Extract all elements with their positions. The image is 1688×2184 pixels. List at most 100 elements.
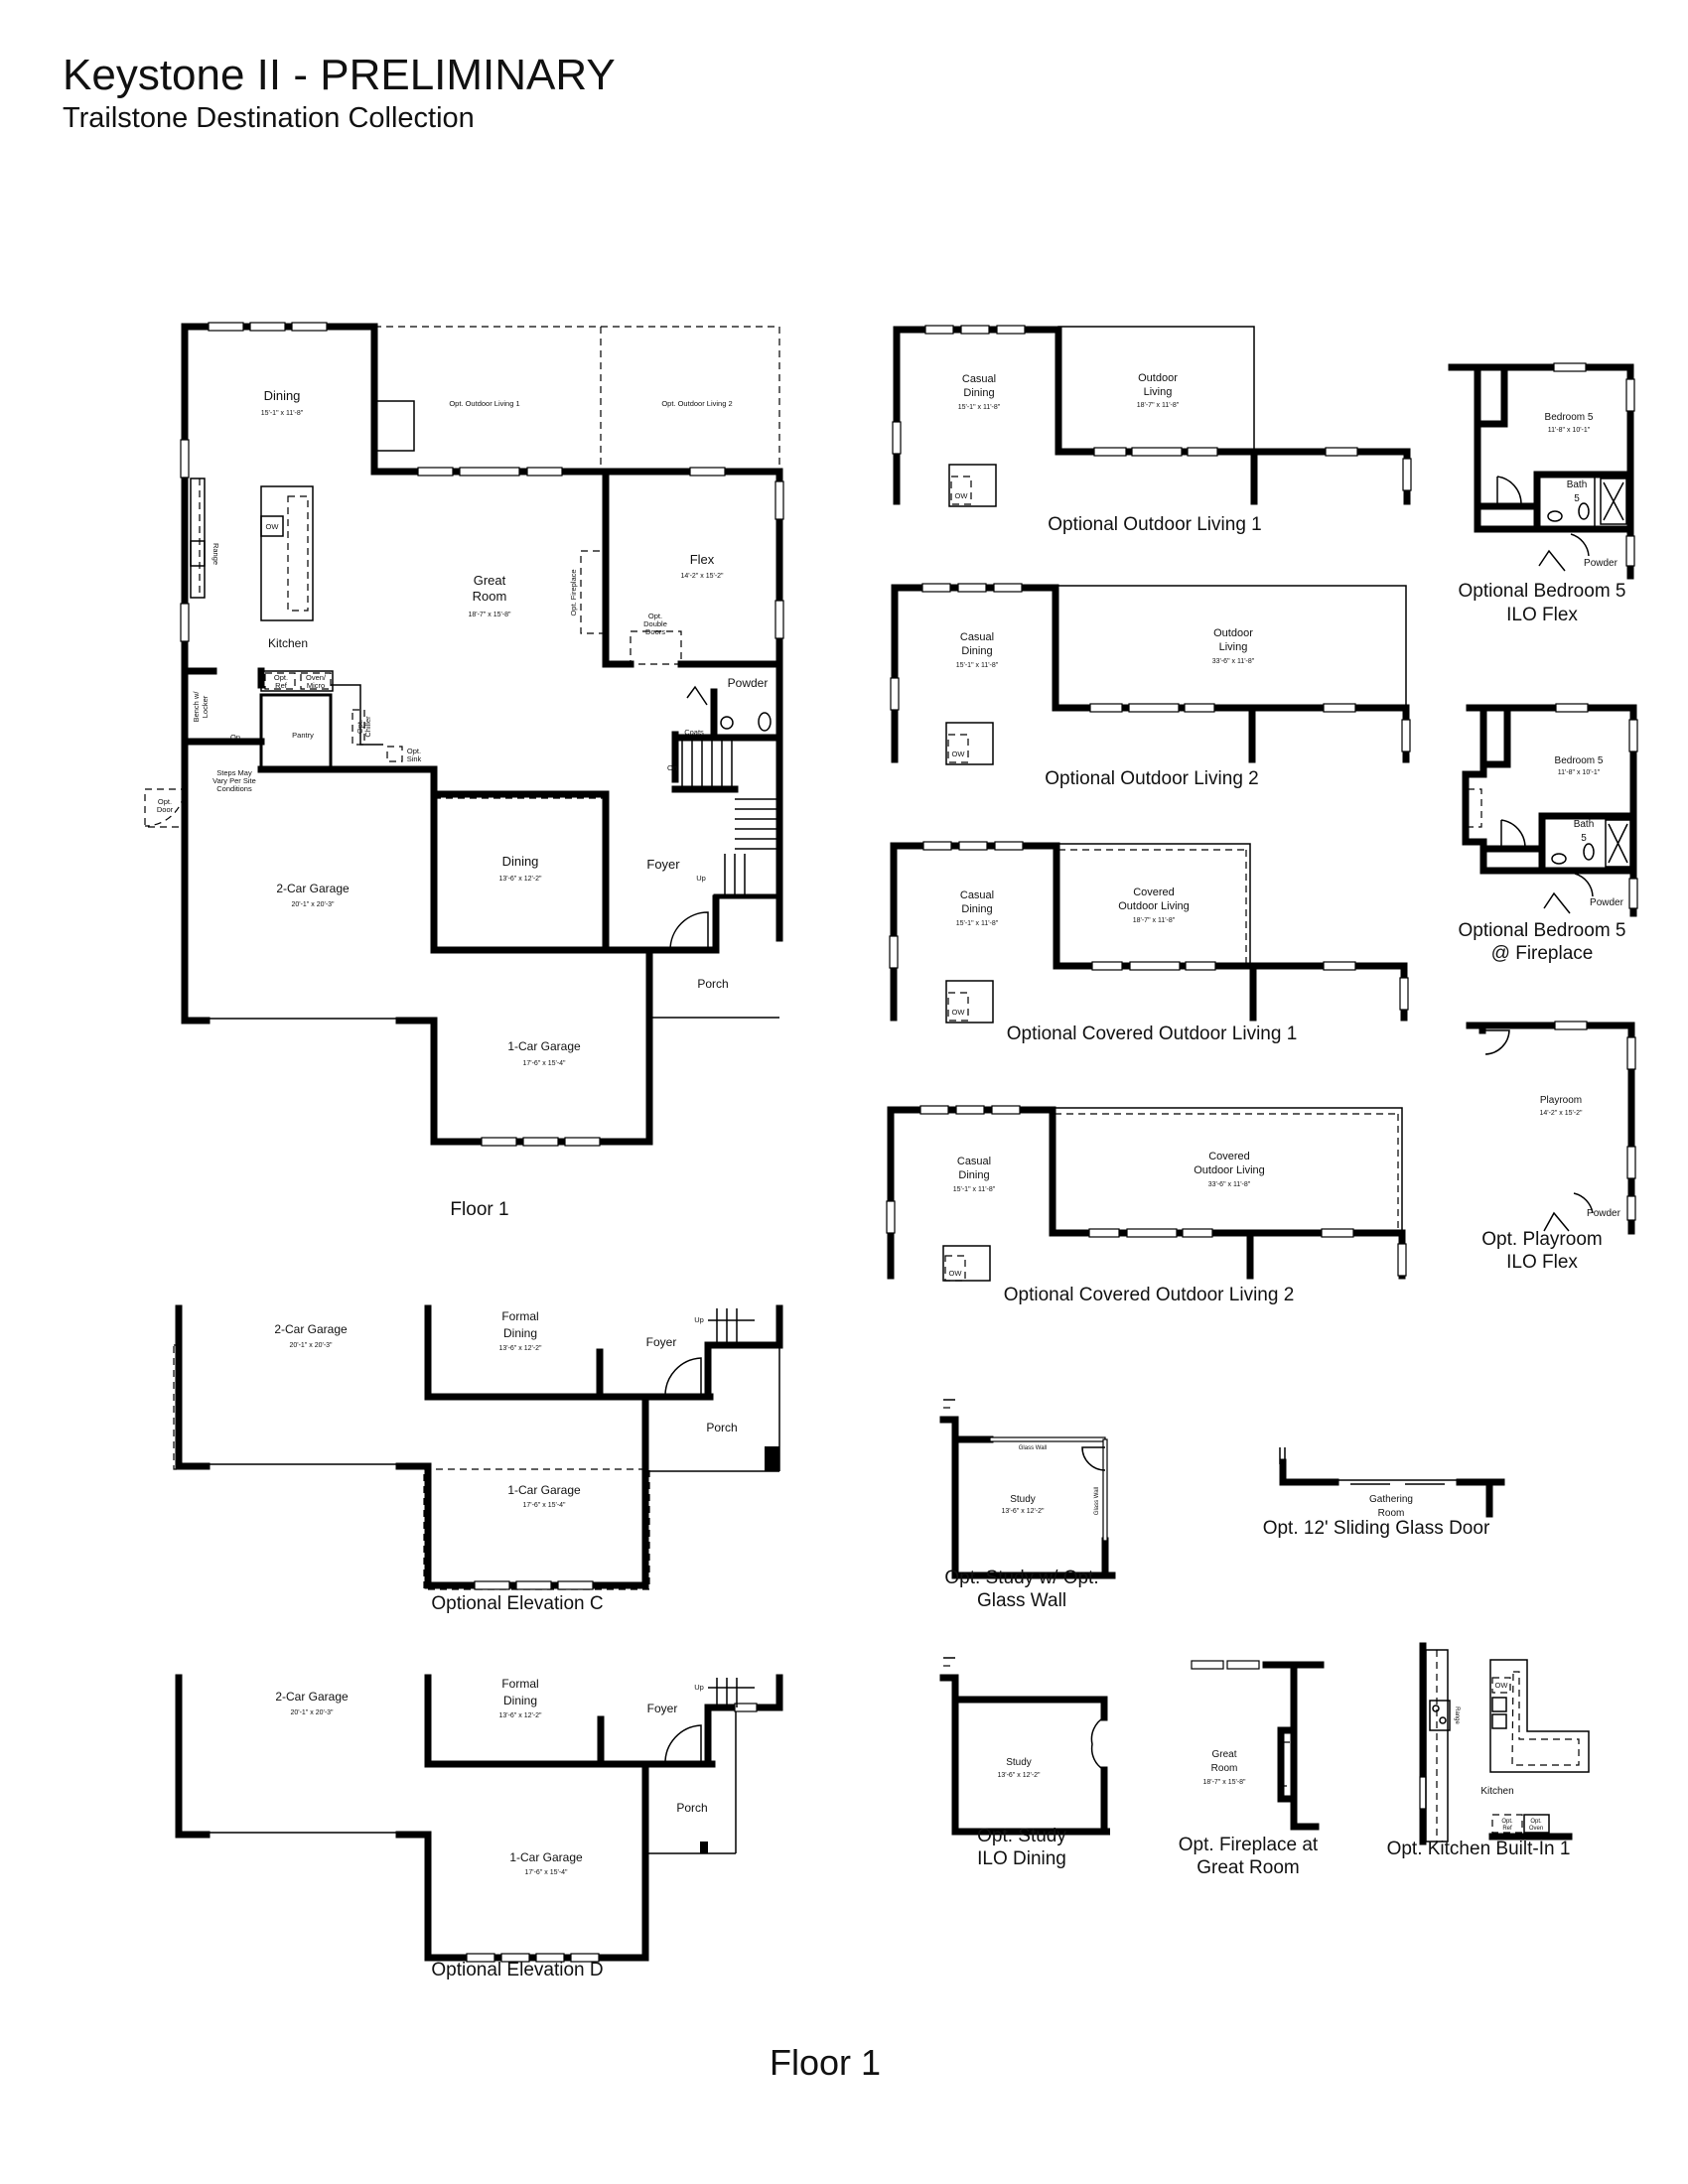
opt-fireplace-label: Opt. Fireplace xyxy=(569,569,578,615)
opt-oven-label: Oven xyxy=(1529,1826,1543,1832)
opt-chiller-label: Opt. xyxy=(355,720,364,734)
study-label: Study xyxy=(1006,1757,1032,1768)
bath-5-label: 5 xyxy=(1574,493,1580,504)
powder-label: Powder xyxy=(1590,897,1624,908)
room-great-room-dim: 18'-7" x 15'-8" xyxy=(468,612,511,618)
room-dining-dim: 15'-1" x 11'-8" xyxy=(261,410,304,417)
opt-ref-label: Opt. xyxy=(274,673,288,682)
steps-note: Steps May xyxy=(216,768,252,777)
opt-sink-label: Sink xyxy=(407,754,422,763)
bath-5-label: 5 xyxy=(1581,833,1587,844)
option-covered-outdoor-living-1: Casual Dining 15'-1" x 11'-8" Covered Ou… xyxy=(889,841,1409,1044)
main-floor-plan: Dining 15'-1" x 11'-8" Opt. Outdoor Livi… xyxy=(144,322,784,1220)
covered-outdoor-living-dim: 33'-6" x 11'-8" xyxy=(1208,1181,1251,1188)
up-label: Up xyxy=(696,874,706,883)
caption-elevation-d: Optional Elevation D xyxy=(431,1960,603,1980)
caption-outdoor-living-2: Optional Outdoor Living 2 xyxy=(1045,768,1258,789)
page-footer-label: Floor 1 xyxy=(770,2042,881,2083)
room-1-car-garage-dim: 17'-6" x 15'-4" xyxy=(524,1869,568,1876)
up-label: Up xyxy=(694,1315,704,1324)
option-sliding-glass-door: Gathering Room Opt. 12' Sliding Glass Do… xyxy=(1263,1447,1505,1539)
room-porch: Porch xyxy=(706,1421,737,1434)
ow-label: OW xyxy=(955,491,969,500)
fireplace-outline xyxy=(373,400,415,452)
room-2-car-garage-dim: 20'-1" x 20'-3" xyxy=(290,1709,334,1716)
ow-label: OW xyxy=(1495,1681,1509,1690)
oven-micro-label: Micro xyxy=(307,681,325,690)
on-label-mud: On xyxy=(230,733,240,742)
study-label: Study xyxy=(1010,1494,1036,1505)
range-icon xyxy=(190,540,206,567)
stairs xyxy=(681,738,782,899)
room-1-car-garage: 1-Car Garage xyxy=(507,1039,581,1053)
outdoor-living-dim: 33'-6" x 11'-8" xyxy=(1212,658,1255,665)
steps-note: Vary Per Site xyxy=(212,776,256,785)
great-room-label: Great xyxy=(1211,1749,1236,1760)
study-dim: 13'-6" x 12'-2" xyxy=(997,1772,1041,1779)
powder-label: Powder xyxy=(1587,1208,1621,1219)
kitchen-label: Kitchen xyxy=(1480,1786,1513,1797)
caption-fireplace-great-room: Opt. Fireplace at xyxy=(1179,1835,1319,1855)
room-formal-dining: Dining xyxy=(503,1326,537,1340)
opt-oven-label: Opt. xyxy=(1530,1819,1542,1825)
opt-ref-label: Ref xyxy=(1502,1826,1512,1832)
casual-dining-dim: 15'-1" x 11'-8" xyxy=(956,662,999,669)
steps-note: Conditions xyxy=(216,784,252,793)
room-1-car-garage: 1-Car Garage xyxy=(507,1483,581,1497)
opt-double-doors-label: Double xyxy=(643,619,667,628)
range-label: Range xyxy=(1454,1706,1460,1724)
caption-bedroom5-ilo-flex: Optional Bedroom 5 xyxy=(1459,581,1626,602)
room-2-car-garage-dim: 20'-1" x 20'-3" xyxy=(291,901,335,908)
caption-study-glass-wall: Glass Wall xyxy=(977,1590,1066,1611)
room-formal-dining-dim: 13'-6" x 12'-2" xyxy=(498,1712,542,1719)
casual-dining-label: Casual xyxy=(962,373,996,385)
ow-label: OW xyxy=(952,1008,966,1017)
outdoor-living-label: Outdoor xyxy=(1138,372,1178,384)
up-label: Up xyxy=(694,1683,704,1692)
opt-ref-label: Ref xyxy=(275,681,288,690)
casual-dining-dim: 15'-1" x 11'-8" xyxy=(958,404,1001,411)
room-powder: Powder xyxy=(728,676,769,690)
room-formal-dining: Formal xyxy=(501,1309,538,1323)
kitchen-island xyxy=(260,485,314,621)
caption-elevation-c: Optional Elevation C xyxy=(431,1593,603,1614)
bench-locker-label: Bench w/ xyxy=(192,691,201,723)
room-1-car-garage-dim: 17'-6" x 15'-4" xyxy=(522,1060,566,1067)
bath-5-label: Bath xyxy=(1574,819,1595,830)
caption-study-glass-wall: Opt. Study w/ Opt. xyxy=(944,1568,1098,1588)
room-porch: Porch xyxy=(697,977,728,991)
opt-door-label: Opt. xyxy=(158,797,172,806)
main-plan-caption: Floor 1 xyxy=(450,1199,508,1220)
covered-outdoor-living-label: Outdoor Living xyxy=(1118,900,1190,912)
option-bedroom5-fireplace: Bedroom 5 11'-8" x 10'-1" Bath 5 Powder … xyxy=(1459,703,1638,964)
option-fireplace-great-room: Great Room 18'-7" x 15'-8" Opt. Fireplac… xyxy=(1179,1660,1325,1878)
covered-outdoor-living-dim: 18'-7" x 11'-8" xyxy=(1133,917,1176,924)
room-porch: Porch xyxy=(676,1801,707,1815)
oven-micro-label: Oven/ xyxy=(306,673,327,682)
on-label: On xyxy=(667,763,677,772)
ow-label: OW xyxy=(266,522,280,531)
caption-kitchen-built-in: Opt. Kitchen Built-In 1 xyxy=(1387,1839,1571,1859)
caption-study-ilo-dining: ILO Dining xyxy=(977,1848,1066,1869)
covered-outdoor-living-label: Covered xyxy=(1133,887,1175,898)
option-study-glass-wall: Glass Wall Glass Wall Study 13'-6" x 12'… xyxy=(939,1399,1116,1611)
bedroom-5-label: Bedroom 5 xyxy=(1555,755,1604,766)
caption-covered-outdoor-living-2: Optional Covered Outdoor Living 2 xyxy=(1004,1285,1295,1305)
room-great-room-l2: Room xyxy=(473,589,507,604)
plan-title: Keystone II - PRELIMINARY xyxy=(63,51,616,99)
opt-door-label: Door xyxy=(157,805,174,814)
room-1-car-garage-dim: 17'-6" x 15'-4" xyxy=(522,1502,566,1509)
room-flex-dim: 14'-2" x 15'-2" xyxy=(680,573,724,580)
outdoor-living-label: Outdoor xyxy=(1213,627,1253,639)
room-foyer: Foyer xyxy=(647,1702,678,1715)
casual-dining-label: Casual xyxy=(960,889,994,901)
study-dim: 13'-6" x 12'-2" xyxy=(1001,1508,1045,1515)
pantry-label: Pantry xyxy=(292,731,314,740)
option-covered-outdoor-living-2: Casual Dining 15'-1" x 11'-8" Covered Ou… xyxy=(886,1105,1407,1305)
room-foyer: Foyer xyxy=(646,1335,677,1349)
room-2-car-garage: 2-Car Garage xyxy=(274,1322,348,1336)
opt-outdoor-living-2-label: Opt. Outdoor Living 2 xyxy=(661,399,732,408)
casual-dining-label: Dining xyxy=(961,903,992,915)
outdoor-living-label: Living xyxy=(1219,641,1248,653)
option-study-ilo-dining: Study 13'-6" x 12'-2" Opt. Study ILO Din… xyxy=(939,1657,1110,1869)
